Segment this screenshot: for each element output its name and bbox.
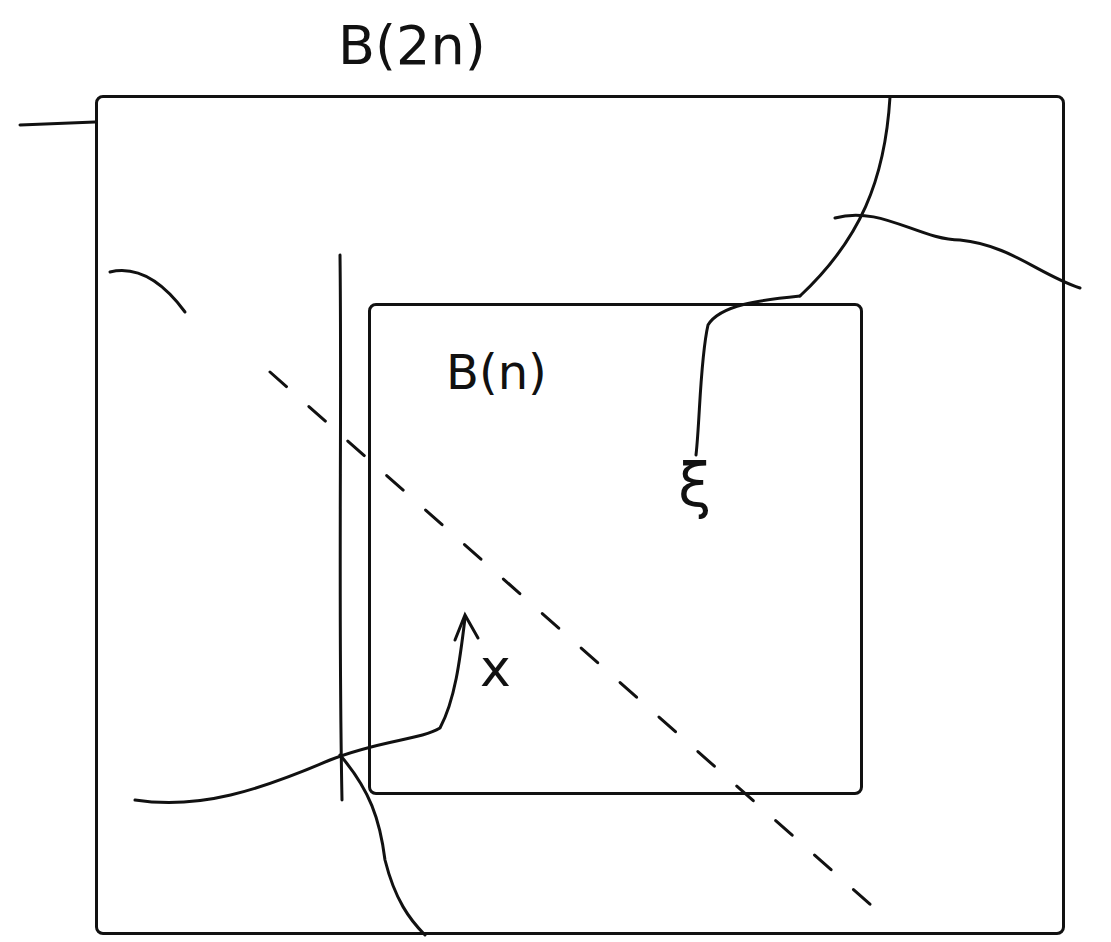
curve xyxy=(340,755,425,935)
curve xyxy=(110,271,185,312)
curve xyxy=(800,97,890,296)
variable-label: ξ xyxy=(678,452,711,518)
arrow-head xyxy=(455,615,478,640)
variable-label: x xyxy=(480,640,511,697)
inner-box: B(n) xyxy=(368,303,863,795)
border-extension xyxy=(20,122,95,125)
dashed-line xyxy=(270,372,890,922)
curve xyxy=(135,618,465,803)
box-label: B(2n) xyxy=(338,16,486,75)
curve xyxy=(696,296,800,455)
outer-box: B(2n)B(n) xyxy=(95,95,1065,935)
curve xyxy=(835,215,1080,288)
box-label: B(n) xyxy=(446,346,547,399)
vertical-line xyxy=(340,255,342,800)
